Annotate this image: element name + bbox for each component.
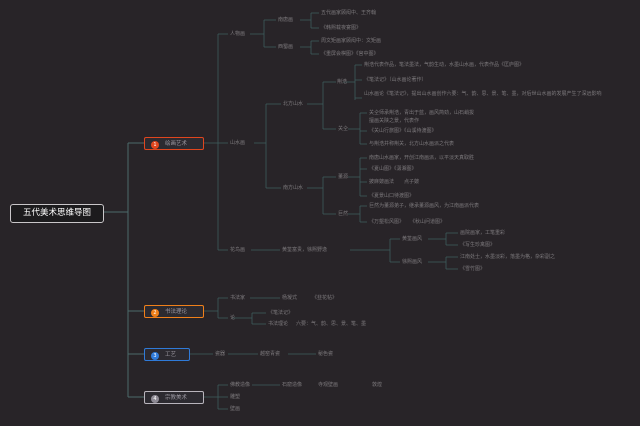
node-ls-a2-1[interactable]: 关仝师承荆浩，青出于蓝，画风简劲，山石峭拔 [369, 110, 475, 116]
node-fl-b1[interactable]: 江南处士，水墨淡彩，落墨为格，杂彩副之 [460, 254, 556, 260]
node-ls-a1-2[interactable]: 《笔法记》（山水画论著作） [364, 77, 427, 83]
node-fl-xu[interactable]: 徐熙画风 [402, 259, 423, 265]
branch-label: 宗教美术 [165, 395, 188, 401]
node-figures[interactable]: 人物画 [230, 31, 246, 37]
node-fl-b2[interactable]: 《雪竹图》 [460, 266, 486, 272]
node-calligrapher[interactable]: 书法家 [230, 295, 246, 301]
node-ls-a2-4[interactable]: 与荆浩并称荆关，北方山水画派之代表 [369, 141, 455, 147]
node-sculpture[interactable]: 雕塑 [230, 394, 241, 400]
root-node[interactable]: 五代美术思维导图 [10, 204, 104, 223]
node-fl-a2[interactable]: 《写生珍禽图》 [460, 242, 496, 248]
node-b4-3[interactable]: 敦煌 [372, 382, 383, 388]
branch-label: 工艺 [165, 352, 177, 358]
node-fig-b[interactable]: 西蜀画 [278, 44, 294, 50]
node-c1-1[interactable]: 杨凝式 [282, 295, 298, 301]
node-ls-north[interactable]: 北方山水 [283, 101, 304, 107]
node-b4-2[interactable]: 寺观壁画 [318, 382, 339, 388]
branch-label: 书法理论 [165, 309, 188, 315]
branch-label: 绘画艺术 [165, 141, 188, 147]
node-yue-kiln[interactable]: 越窑青瓷 [260, 351, 281, 357]
node-fl-huang[interactable]: 黄筌画风 [402, 236, 423, 242]
node-porcelain[interactable]: 瓷器 [215, 351, 226, 357]
node-flower-bird[interactable]: 花鸟画 [230, 247, 246, 253]
branch-crafts[interactable]: 3 工艺 [144, 348, 190, 361]
node-c2-3[interactable]: 六要：气、韵、思、景、笔、墨 [296, 321, 367, 327]
node-fl-a1[interactable]: 画院画家，工笔重彩 [460, 230, 506, 236]
node-ls-b2-1[interactable]: 巨然为董源弟子，继承董源画风，为江南画派代表 [369, 203, 480, 209]
node-c2-2[interactable]: 书法理论 [268, 321, 289, 327]
node-fig-a[interactable]: 南唐画 [278, 17, 294, 23]
node-jing-hao[interactable]: 荆浩 [337, 79, 348, 85]
node-c1-2[interactable]: 《韭花帖》 [312, 295, 338, 301]
node-fig-a1[interactable]: 五代画家顾闳中、王齐翰 [321, 10, 377, 16]
node-theory[interactable]: 论 [230, 315, 236, 321]
number-badge: 2 [151, 308, 159, 317]
branch-painting[interactable]: 1 绘画艺术 [144, 137, 204, 150]
number-badge: 1 [151, 140, 159, 149]
node-b4-1[interactable]: 石窟造像 [282, 382, 303, 388]
node-ls-a1-3[interactable]: 山水画论《笔法记》，提出山水画创作六要：气、韵、思、景、笔、墨，对后世山水画的发… [364, 91, 602, 97]
number-badge: 3 [151, 351, 159, 360]
node-landscape[interactable]: 山水画 [230, 140, 246, 146]
number-badge: 4 [151, 394, 159, 403]
node-mise[interactable]: 秘色瓷 [318, 351, 334, 357]
node-fl-main[interactable]: 黄筌富贵，徐熙野逸 [282, 247, 328, 253]
node-fig-b2[interactable]: 《重屏会棋图》《宫中图》 [321, 51, 379, 57]
node-ls-a2-3[interactable]: 《关山行旅图》《山溪待渡图》 [369, 128, 437, 134]
node-dong-yuan[interactable]: 董源 [338, 174, 349, 180]
branch-calligraphy[interactable]: 2 书法理论 [144, 305, 204, 318]
node-buddhist-statues[interactable]: 佛教造像 [230, 382, 251, 388]
node-ls-b1-5[interactable]: 《夏景山口待渡图》 [369, 193, 415, 199]
node-guan-tong[interactable]: 关仝 [338, 126, 349, 132]
node-ju-ran[interactable]: 巨然 [338, 211, 349, 217]
node-murals[interactable]: 壁画 [230, 406, 241, 412]
node-ls-a2-2[interactable]: 擅画关陕之景，代表作 [369, 118, 420, 124]
node-ls-a1-1[interactable]: 荆浩代表作品，笔法墨法，气韵生动，水墨山水画，代表作品《匡庐图》 [364, 62, 525, 68]
node-ls-south[interactable]: 南方山水 [283, 185, 304, 191]
node-ls-b1-3[interactable]: 披麻皴画法 [369, 179, 395, 185]
node-ls-b2-2[interactable]: 《万壑松风图》 [369, 219, 405, 225]
node-fig-b1[interactable]: 周文矩画家顾闳中：文矩画 [321, 38, 382, 44]
node-ls-b2-3[interactable]: 《秋山问道图》 [410, 219, 446, 225]
node-fig-a2[interactable]: 《韩熙载夜宴图》 [321, 25, 362, 31]
node-ls-b1-4[interactable]: 点子皴 [404, 179, 420, 185]
node-ls-b1-2[interactable]: 《夏山图》《潇湘图》 [369, 166, 417, 172]
node-ls-b1-1[interactable]: 南唐山水画家，开创江南画派，以平淡天真取胜 [369, 155, 475, 161]
node-c2-1[interactable]: 《笔法记》 [268, 310, 294, 316]
branch-religious-art[interactable]: 4 宗教美术 [144, 391, 204, 404]
